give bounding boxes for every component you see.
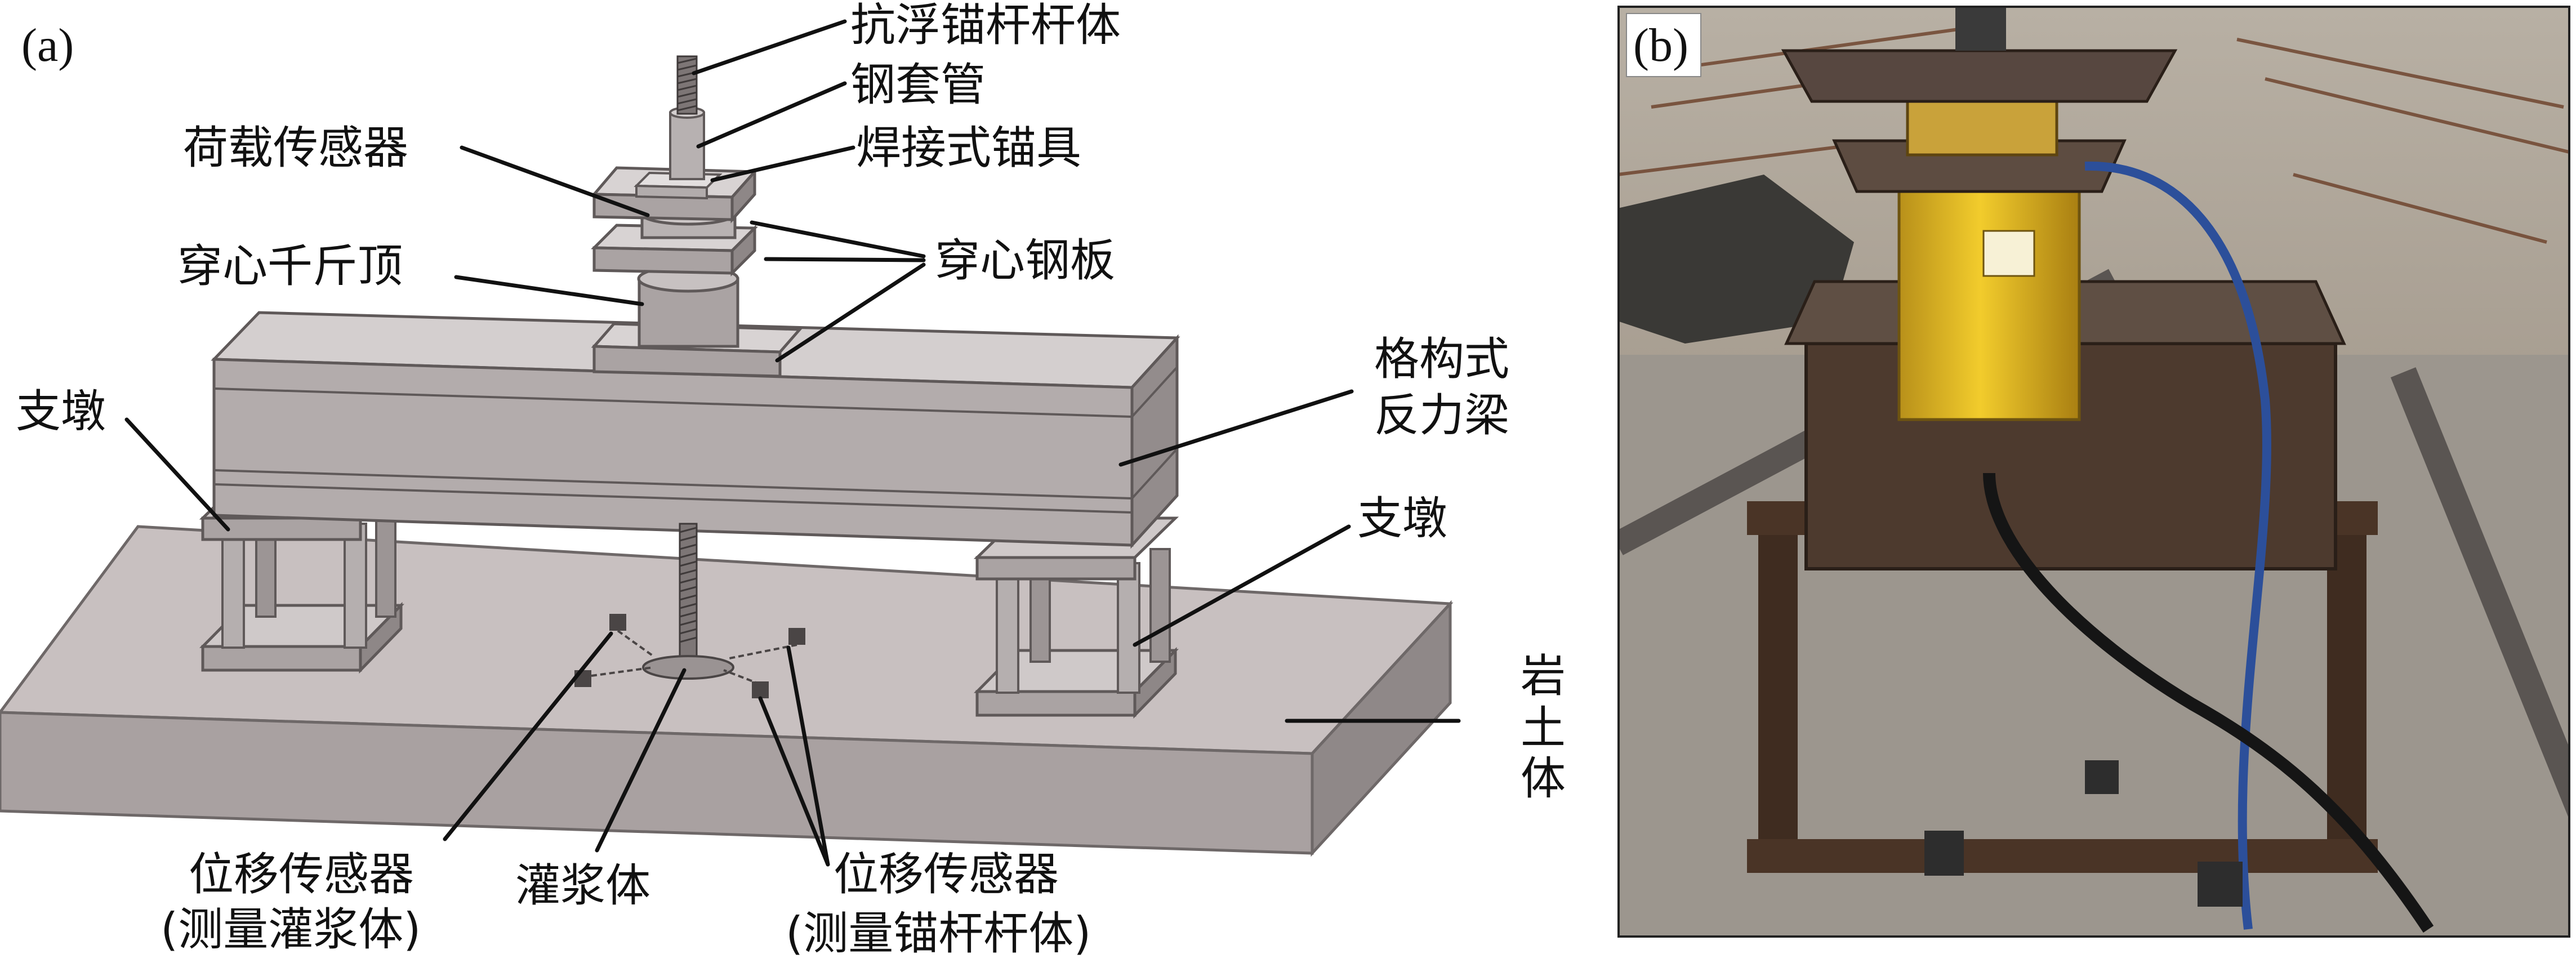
label-anchor-body: 抗浮锚杆杆体 [850,0,1121,51]
label-disp-grout-1: 位移传感器 [189,848,414,900]
panel-b-tag: (b) [1633,19,1688,72]
label-disp-grout-2: (测量灌浆体) [161,903,421,956]
test-setup-diagram: (a) [0,0,1566,960]
label-hollow-jack: 穿心千斤顶 [177,240,403,292]
soil-slab [0,525,1454,857]
label-lattice-beam-1: 格构式 [1374,333,1509,385]
label-disp-anchor-1: 位移传感器 [834,848,1059,900]
grout-body [642,655,734,680]
label-disp-anchor-2: (测量锚杆杆体) [786,907,1091,960]
label-soil-2: 土 [1521,702,1566,754]
hollow-jack [637,265,739,348]
label-support-left: 支墩 [16,385,106,438]
panel-a-tag: (a) [21,19,74,72]
label-hollow-plate: 穿心钢板 [935,234,1115,287]
label-soil-1: 岩 [1521,650,1566,702]
label-grout: 灌浆体 [515,859,650,912]
site-photo: (b) [1617,6,2570,938]
label-lattice-beam-2: 反力梁 [1374,389,1509,442]
support-pier-right [973,516,1179,719]
label-support-right: 支墩 [1357,492,1447,545]
label-welded-anchorage: 焊接式锚具 [856,122,1081,174]
anchor-rod-bottom [679,523,698,660]
label-steel-casing: 钢套管 [850,59,986,111]
leader-lines [124,19,1461,867]
label-soil-3: 体 [1521,752,1566,805]
label-load-sensor: 荷载传感器 [183,122,408,174]
displacement-sensors [574,614,805,698]
anchor-rod-top [676,55,698,115]
steel-casing [669,106,705,180]
